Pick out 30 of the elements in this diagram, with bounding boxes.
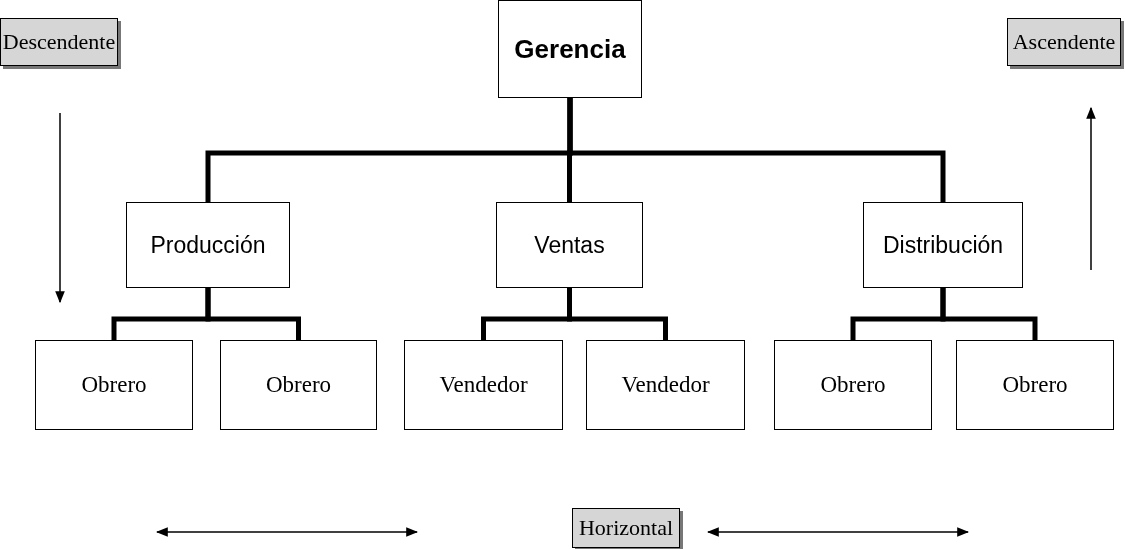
- box-text: Ventas: [534, 231, 605, 259]
- box-text: Vendedor: [439, 372, 528, 398]
- connector-line: [567, 288, 668, 340]
- connector-line: [205, 288, 301, 340]
- box-text: Horizontal: [578, 515, 674, 541]
- position-box: [220, 340, 377, 430]
- label-box: [572, 508, 680, 548]
- department-box: [126, 202, 290, 288]
- department-box: [496, 202, 643, 288]
- box-text: Gerencia: [514, 33, 626, 65]
- org-box: [498, 0, 642, 98]
- box-text: Vendedor: [621, 372, 710, 398]
- connector-line: [940, 288, 1038, 340]
- box-text: Descendente: [2, 29, 116, 55]
- department-box: [863, 202, 1023, 288]
- box-text: Obrero: [265, 372, 332, 398]
- label-box: [1007, 18, 1121, 66]
- position-box: [774, 340, 932, 430]
- box-text: Producción: [150, 231, 266, 259]
- position-box: [956, 340, 1114, 430]
- connector-line: [567, 98, 946, 202]
- box-text: Distribución: [882, 231, 1004, 259]
- position-box: [404, 340, 563, 430]
- label-box: [0, 18, 118, 66]
- position-box: [35, 340, 193, 430]
- box-text: Obrero: [81, 372, 147, 398]
- box-text: Ascendente: [1012, 29, 1116, 55]
- position-box: [586, 340, 745, 430]
- box-text: Obrero: [1002, 372, 1068, 398]
- box-text: Obrero: [820, 372, 886, 398]
